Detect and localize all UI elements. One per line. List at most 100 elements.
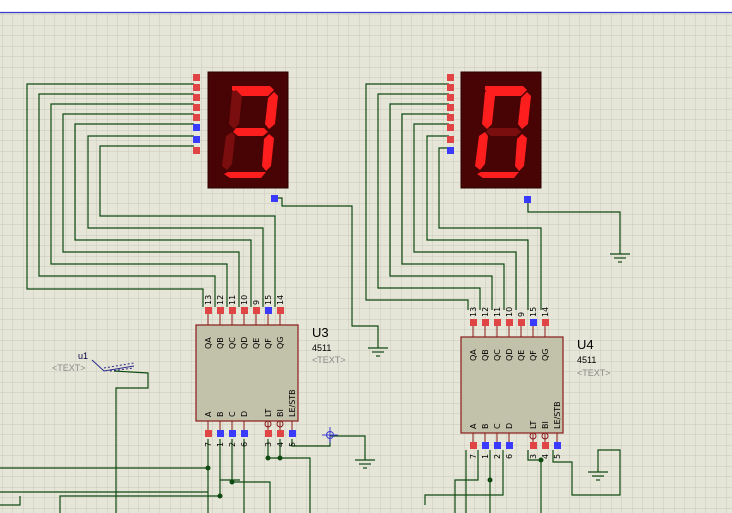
terminal-label: u1 [78, 351, 88, 361]
chip-pin[interactable] [217, 430, 224, 437]
junction-dot [217, 493, 223, 499]
chip-pin[interactable] [494, 319, 501, 326]
pin-label: QF [529, 350, 538, 361]
display-common-pin[interactable] [271, 195, 278, 202]
pin-label: QA [469, 349, 478, 361]
display-pin[interactable] [193, 114, 200, 121]
wires [0, 83, 621, 513]
pin-number: 13 [204, 295, 213, 305]
pin-label: LT [264, 409, 273, 417]
display-pin[interactable] [447, 74, 454, 81]
inverter-bubble [276, 420, 284, 428]
display-pin[interactable] [447, 104, 454, 111]
chip-pin[interactable] [241, 307, 248, 314]
chip-pin[interactable] [229, 430, 236, 437]
display-common-pin[interactable] [524, 196, 531, 203]
pin-label: QA [204, 337, 213, 349]
display-pins-left [193, 74, 278, 202]
chip-pin[interactable] [530, 442, 537, 449]
junction-dot [229, 479, 235, 485]
display-pin[interactable] [447, 114, 454, 121]
junction-dot [265, 455, 271, 461]
wire-seg-d-left [62, 113, 240, 307]
display-pin[interactable] [193, 124, 200, 131]
display-pin[interactable] [193, 104, 200, 111]
seven-segment-display-right[interactable] [460, 71, 542, 189]
chip-pin[interactable] [205, 307, 212, 314]
chip-pin[interactable] [229, 307, 236, 314]
chip-pin[interactable] [253, 307, 260, 314]
display-pin[interactable] [193, 147, 200, 154]
pin-number: 6 [505, 454, 514, 459]
chip-pin[interactable] [554, 442, 561, 449]
junction-dot [277, 455, 283, 461]
chip-pin[interactable] [205, 430, 212, 437]
pin-label: BI [541, 421, 550, 429]
chip-pin[interactable] [518, 319, 525, 326]
segment-g [486, 128, 521, 136]
junction-dot [538, 457, 544, 463]
chip-part-u4: 4511 [577, 355, 596, 365]
segment-d [224, 172, 266, 178]
pin-number: 11 [228, 295, 237, 305]
chip-pin[interactable] [265, 307, 272, 314]
chip-pin[interactable] [506, 442, 513, 449]
junction-dot [487, 477, 493, 483]
junction-dot [205, 465, 211, 471]
inverter-bubble [264, 420, 272, 428]
pin-number: 11 [493, 307, 502, 317]
input-terminal-u1[interactable]: u1 <TEXT> [52, 351, 135, 373]
display-pin[interactable] [447, 136, 454, 143]
segment-a [485, 86, 527, 96]
chip-pin[interactable] [482, 442, 489, 449]
display-pin[interactable] [447, 94, 454, 101]
ground-icon [368, 347, 388, 357]
chip-pin[interactable] [217, 307, 224, 314]
pin-label: BI [276, 409, 285, 417]
chip-pin[interactable] [470, 442, 477, 449]
pin-number: 9 [517, 312, 526, 317]
chip-pin[interactable] [530, 319, 537, 326]
display-pin[interactable] [447, 124, 454, 131]
wire-seg-g-right [438, 147, 542, 310]
segment-e [475, 132, 488, 170]
chip-pin[interactable] [506, 319, 513, 326]
pin-number: 15 [529, 307, 538, 317]
chip-pin[interactable] [277, 307, 284, 314]
wire-common-right [527, 199, 621, 254]
display-pin[interactable] [447, 84, 454, 91]
wire-seg-f-right [426, 135, 529, 310]
chip-body [460, 336, 564, 434]
display-pin[interactable] [193, 94, 200, 101]
display-pin[interactable] [193, 136, 200, 143]
pin-label: D [240, 411, 249, 417]
pin-number: 10 [505, 307, 514, 317]
pin-label: LT [529, 421, 538, 429]
display-pin[interactable] [193, 74, 200, 81]
chip-pin[interactable] [482, 319, 489, 326]
chip-pin[interactable] [542, 442, 549, 449]
chip-pin[interactable] [470, 319, 477, 326]
segment-f [482, 90, 495, 129]
chip-pin[interactable] [494, 442, 501, 449]
chip-pin[interactable] [542, 319, 549, 326]
display-pin[interactable] [193, 84, 200, 91]
chip-pin[interactable] [277, 430, 284, 437]
segment-b [265, 92, 278, 129]
chip-pin[interactable] [265, 430, 272, 437]
segment-b [518, 92, 531, 129]
chip-pin[interactable] [241, 430, 248, 437]
pin-number: 1 [216, 442, 225, 447]
display-pin[interactable] [447, 147, 454, 154]
seven-segment-display-left[interactable] [207, 71, 289, 189]
pin-label: QE [252, 338, 261, 349]
chip-pin[interactable] [289, 430, 296, 437]
pin-number: 9 [252, 300, 261, 305]
terminal-text-placeholder: <TEXT> [52, 363, 86, 373]
wire-input-u1 [113, 370, 149, 513]
chip-ref-u4: U4 [577, 337, 594, 352]
pin-label: LE/STB [288, 389, 297, 417]
